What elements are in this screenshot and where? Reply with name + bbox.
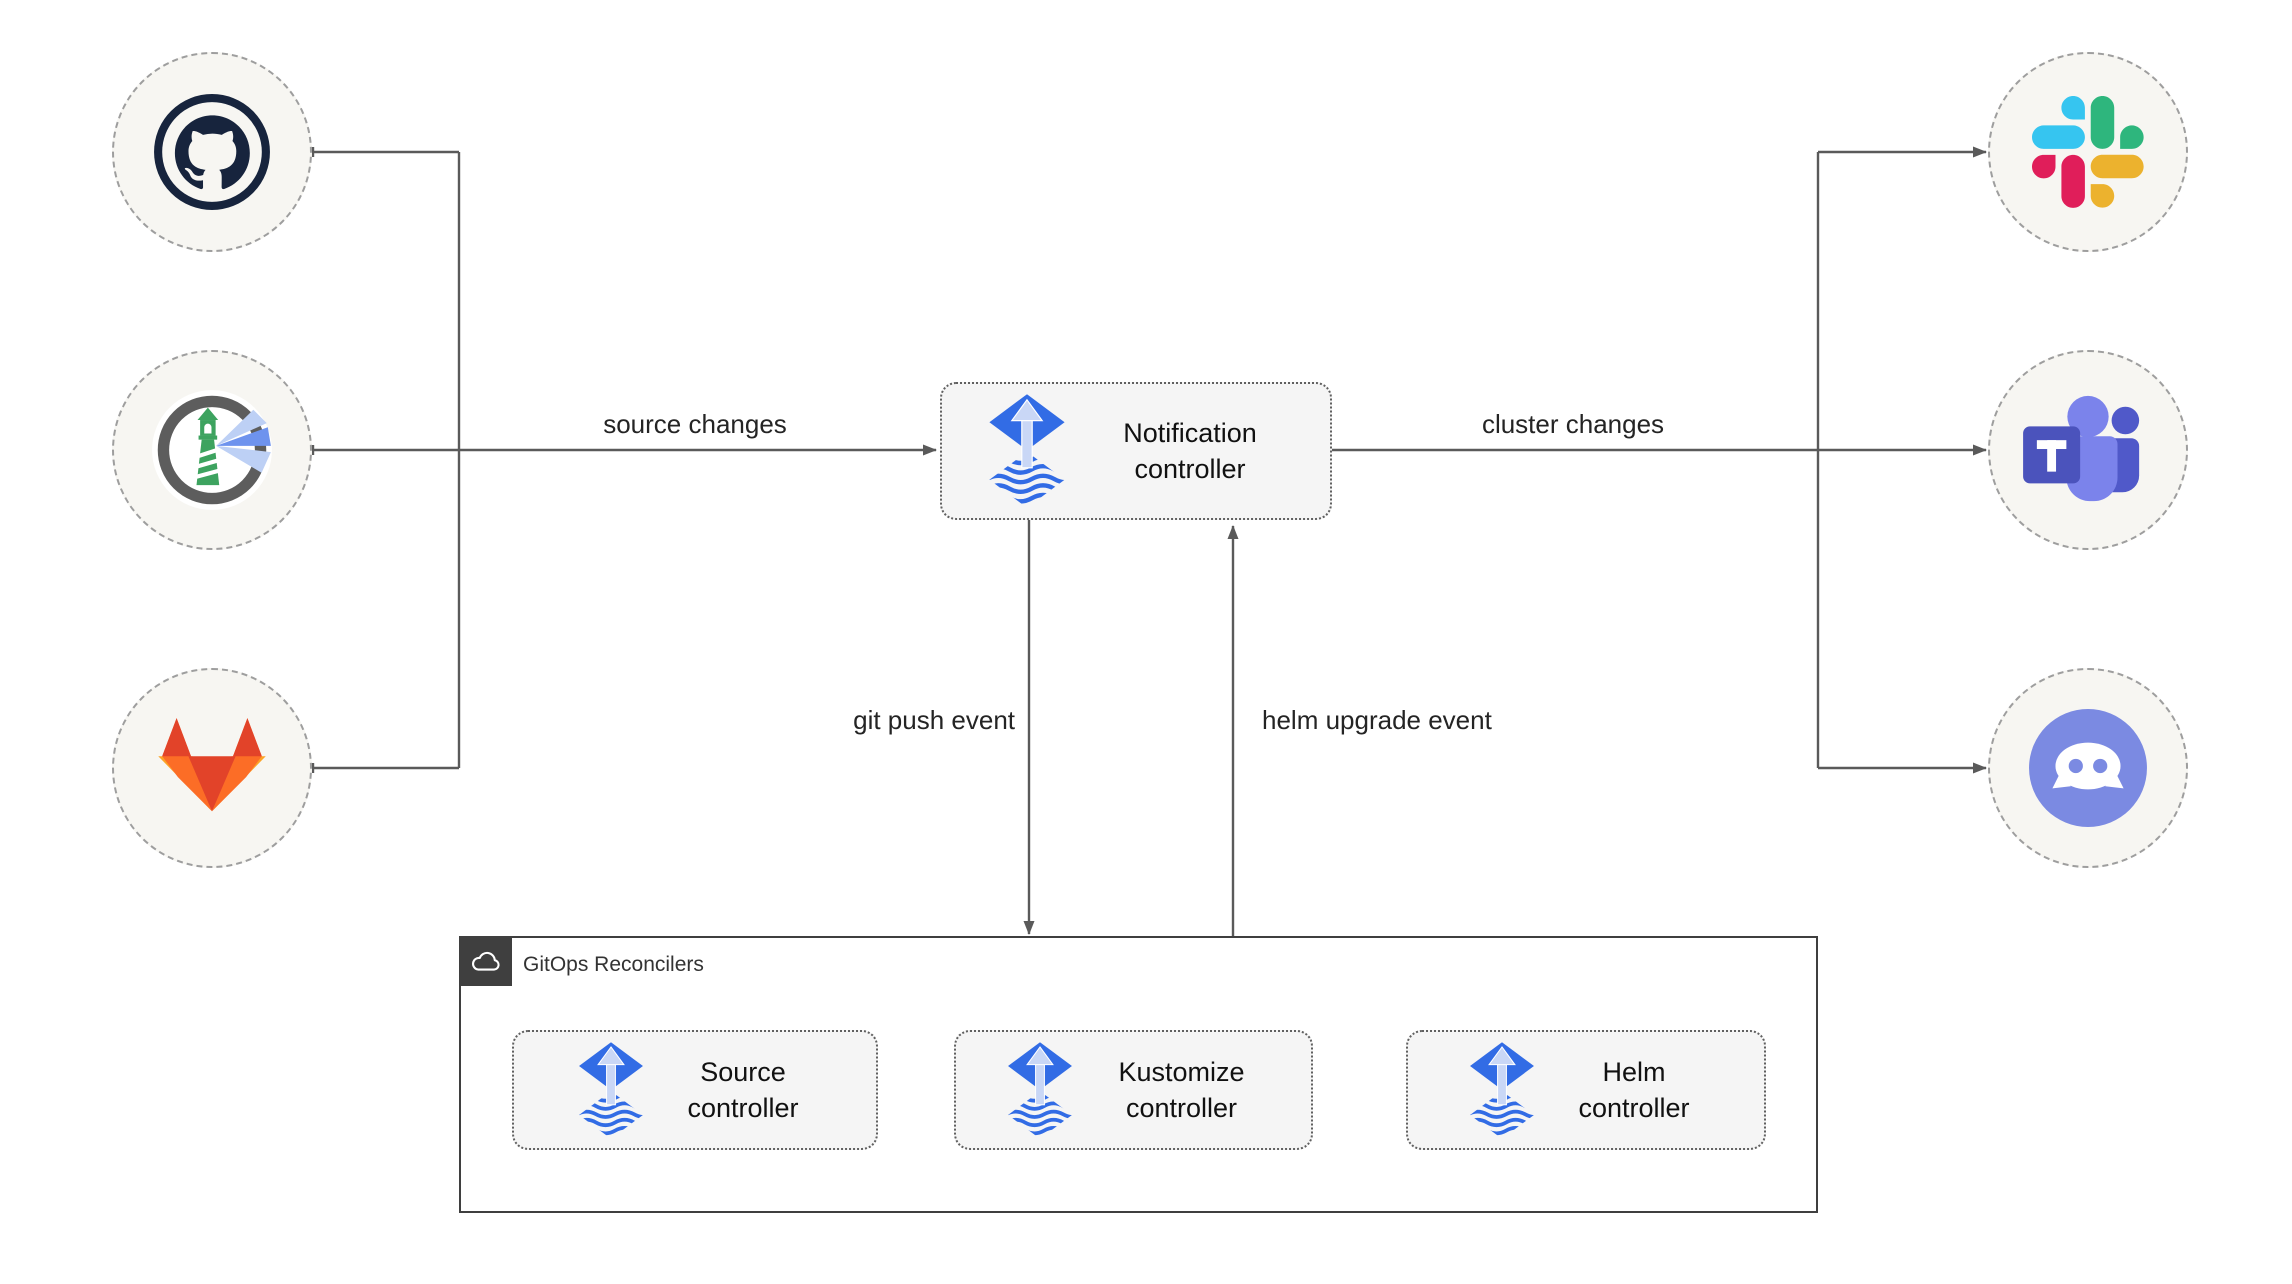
source-controller-label: Source controller (687, 1057, 799, 1123)
edge-label-helm-upgrade-event: helm upgrade event (1262, 705, 1492, 735)
cloud-icon (471, 951, 500, 971)
notifier-discord (1988, 668, 2188, 868)
edge-label-git-push-event: git push event (853, 705, 1015, 735)
harbor-icon (152, 390, 272, 510)
notifier-slack (1988, 52, 2188, 252)
gitops-reconcilers-corner (459, 936, 512, 986)
flux-icon (1468, 1042, 1536, 1139)
kustomize-controller-label: Kustomize controller (1118, 1057, 1245, 1123)
node-notification-controller: Notification controller (940, 382, 1332, 520)
flux-icon (577, 1042, 645, 1139)
gitops-reconcilers-label: GitOps Reconcilers (523, 953, 704, 976)
source-github (112, 52, 312, 252)
edge-label-source-changes: source changes (603, 409, 787, 439)
edge-label-cluster-changes: cluster changes (1481, 409, 1665, 439)
helm-controller-label: Helm controller (1578, 1057, 1690, 1123)
node-helm-controller: Helm controller (1406, 1030, 1766, 1150)
node-source-controller: Source controller (512, 1030, 878, 1150)
notification-controller-label: Notification controller (1123, 418, 1257, 484)
node-kustomize-controller: Kustomize controller (954, 1030, 1313, 1150)
source-harbor (112, 350, 312, 550)
discord-icon (2029, 709, 2147, 827)
flux-icon (987, 394, 1067, 508)
slack-icon (2032, 96, 2144, 208)
msteams-icon (2023, 395, 2140, 502)
flux-icon (1006, 1042, 1074, 1139)
notifier-msteams (1988, 350, 2188, 550)
source-gitlab (112, 668, 312, 868)
gitlab-icon (158, 718, 266, 812)
github-icon (154, 94, 270, 210)
